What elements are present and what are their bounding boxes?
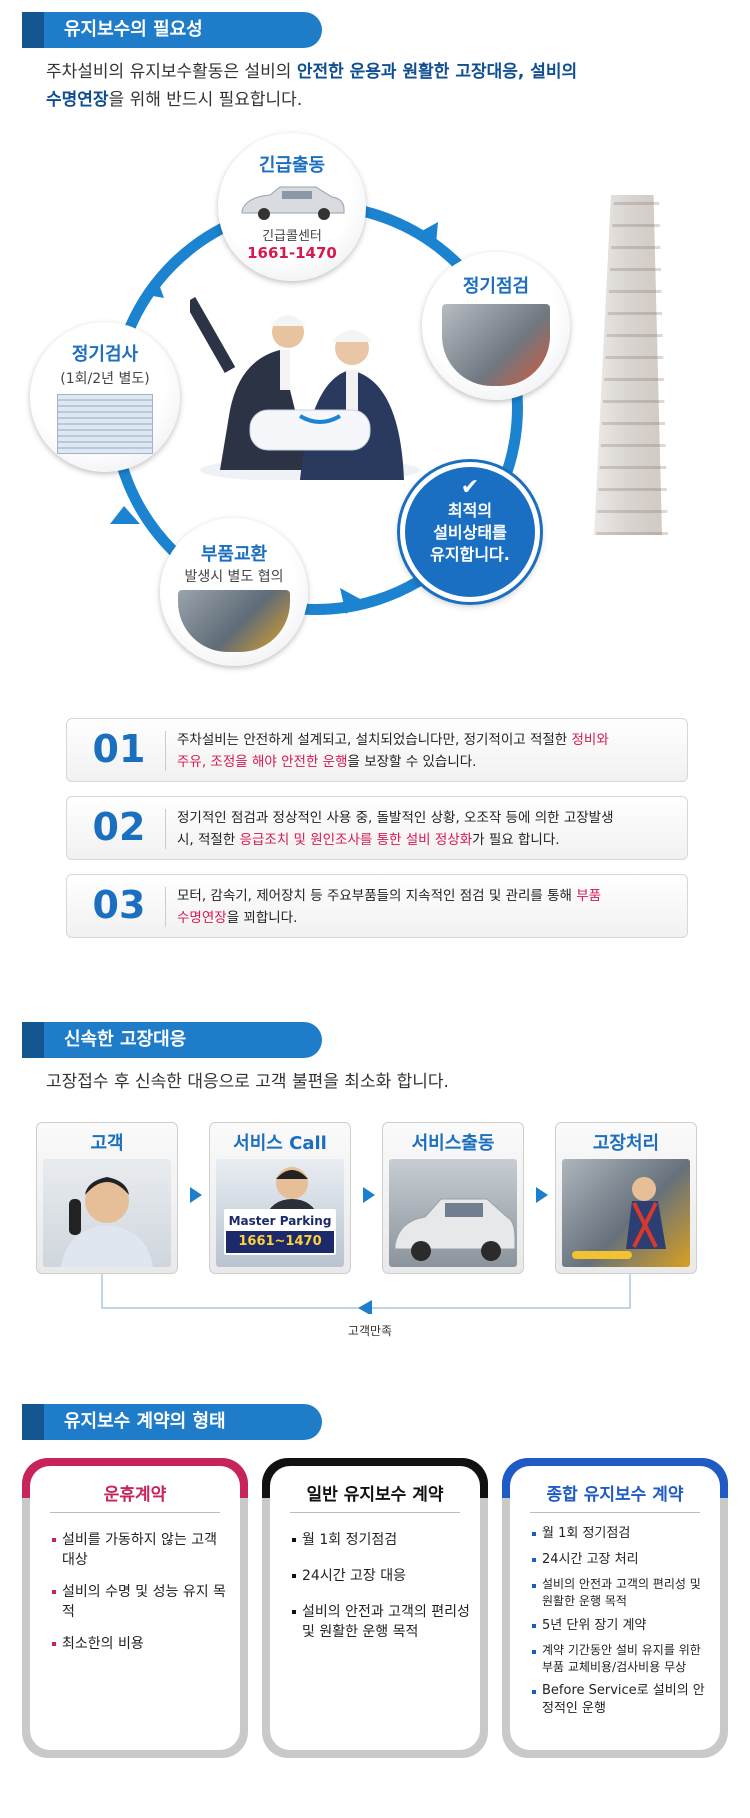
parts-title: 부품교환: [200, 544, 268, 565]
step-dispatch: 서비스출동: [382, 1122, 524, 1274]
parts-photo: [178, 590, 290, 652]
badge-line-3: 유지합니다.: [430, 545, 510, 564]
card-divider: [530, 1512, 700, 1513]
step-repair: 고장처리: [555, 1122, 697, 1274]
step-title: 고장처리: [592, 1133, 660, 1154]
dispatch-photo: [389, 1159, 517, 1267]
point-number: 01: [92, 727, 146, 771]
point-divider: [165, 809, 166, 849]
contract-card-general: 일반 유지보수 계약 월 1회 정기점검 24시간 고장 대응 설비의 안전과 …: [262, 1458, 488, 1758]
point-number: 03: [92, 883, 146, 927]
card-title: 종합 유지보수 계약: [546, 1485, 684, 1505]
service-call-photo: Master Parking 1661~1470: [216, 1159, 344, 1267]
step-title: 서비스출동: [411, 1133, 495, 1154]
service-car-icon: [394, 1198, 516, 1261]
emergency-sub: 긴급콜센터: [262, 229, 322, 244]
step-service-call: 서비스 Call Master Parking 1661~1470: [209, 1122, 351, 1274]
card-item: 월 1회 정기점검: [532, 1524, 710, 1544]
badge-line-1: 최적의: [447, 501, 493, 520]
card-items: 월 1회 정기점검 24시간 고장 대응 설비의 안전과 고객의 편리성 및 원…: [292, 1530, 470, 1642]
card-item: 설비를 가동하지 않는 고객 대상: [52, 1530, 230, 1570]
optimal-state-badge: ✔ 최적의 설비상태를 유지합니다.: [400, 462, 540, 602]
check-icon: ✔: [460, 475, 480, 500]
engineers-icon: [184, 297, 420, 482]
card-item: 계약 기간동안 설비 유지를 위한 부품 교체비용/검사비용 무상: [532, 1642, 710, 1676]
arrow-head-icon: [340, 588, 362, 614]
card-item: 24시간 고장 처리: [532, 1550, 710, 1570]
point-row-02: 02 정기적인 점검과 정상적인 사용 중, 돌발적인 상황, 오조작 등에 의…: [66, 796, 688, 860]
badge-line-2: 설비상태를: [433, 523, 507, 542]
flow-arrow-icon: [363, 1187, 375, 1203]
point-row-03: 03 모터, 감속기, 제어장치 등 주요부품들의 지속적인 점검 및 관리를 …: [66, 874, 688, 938]
customer-on-phone-icon: [61, 1177, 153, 1267]
arrow-head-icon: [142, 276, 164, 298]
intro-text-2: 을 위해 반드시 필요합니다.: [108, 90, 303, 110]
parts-sub: 발생시 별도 협의: [184, 569, 284, 585]
point-number: 02: [92, 805, 146, 849]
card-item: 24시간 고장 대응: [292, 1566, 470, 1586]
card-title: 일반 유지보수 계약: [306, 1485, 444, 1505]
step-title: 서비스 Call: [233, 1133, 327, 1154]
card-item: 설비의 안전과 고객의 편리성 및 원활한 운행 목적: [292, 1602, 470, 1642]
point-row-01: 01 주차설비는 안전하게 설계되고, 설치되었습니다만, 정기적이고 적절한 …: [66, 718, 688, 782]
card-items: 월 1회 정기점검 24시간 고장 처리 설비의 안전과 고객의 편리성 및 원…: [532, 1524, 710, 1718]
card-item: Before Service로 설비의 안정적인 운행: [532, 1682, 710, 1718]
loop-arrow-icon: [358, 1300, 372, 1314]
flow-arrow-icon: [536, 1187, 548, 1203]
parking-tower-texture: [596, 195, 668, 535]
card-item: 설비의 수명 및 성능 유지 목적: [52, 1582, 230, 1622]
inspection-sub: (1회/2년 별도): [60, 371, 150, 387]
bubble-regular-check: 정기점검: [422, 252, 570, 400]
service-car-icon: [241, 186, 345, 220]
step-customer: 고객: [36, 1122, 178, 1274]
flow-arrow-icon: [190, 1187, 202, 1203]
engineers-illustration: [184, 290, 430, 482]
card-item: 월 1회 정기점검: [292, 1530, 470, 1550]
section-title-contracts: 유지보수 계약의 형태: [22, 1404, 322, 1440]
point-text: 모터, 감속기, 제어장치 등 주요부품들의 지속적인 점검 및 관리를 통해 …: [177, 888, 602, 926]
emergency-title: 긴급출동: [258, 155, 326, 176]
point-text: 주차설비는 안전하게 설계되고, 설치되었습니다만, 정기적이고 적절한 정비와…: [177, 732, 609, 770]
card-item: 설비의 안전과 고객의 편리성 및 원활한 운행 목적: [532, 1576, 710, 1610]
sign-brand: Master Parking: [226, 1211, 334, 1231]
card-items: 설비를 가동하지 않는 고객 대상 설비의 수명 및 성능 유지 목적 최소한의…: [52, 1530, 230, 1654]
bubble-parts: 부품교환 발생시 별도 협의: [160, 518, 308, 666]
bubble-emergency: 긴급출동 긴급콜센터 1661-1470: [218, 133, 366, 281]
arrow-head-icon: [420, 222, 438, 244]
card-title: 운휴계약: [103, 1485, 167, 1505]
technician-icon: [572, 1177, 666, 1259]
sign-phone: 1661~1470: [238, 1234, 322, 1249]
necessity-intro: 주차설비의 유지보수활동은 설비의 안전한 운용과 원활한 고장대응, 설비의 …: [46, 58, 686, 114]
card-divider: [290, 1512, 460, 1513]
contract-card-comprehensive: 종합 유지보수 계약 월 1회 정기점검 24시간 고장 처리 설비의 안전과 …: [502, 1458, 728, 1758]
arrow-head-icon: [110, 506, 140, 524]
emergency-phone: 1661-1470: [247, 244, 337, 262]
master-parking-sign: Master Parking 1661~1470: [224, 1209, 336, 1255]
card-divider: [50, 1512, 220, 1513]
section-title-response: 신속한 고장대응: [22, 1022, 322, 1058]
satisfaction-label: 고객만족: [347, 1324, 393, 1338]
intro-text: 주차설비의 유지보수활동은 설비의: [46, 62, 297, 82]
response-intro: 고장접수 후 신속한 대응으로 고객 불편을 최소화 합니다.: [46, 1072, 449, 1092]
point-divider: [165, 887, 166, 927]
regular-check-title: 정기점검: [462, 276, 530, 297]
inspection-title: 정기검사: [71, 344, 139, 365]
card-item: 5년 단위 장기 계약: [532, 1616, 710, 1636]
intro-highlight-2: 수명연장: [46, 90, 109, 110]
satisfaction-loop: [101, 1274, 631, 1314]
bubble-inspection: 정기검사 (1회/2년 별도): [30, 322, 180, 472]
cycle-arrows: [110, 222, 438, 614]
step-title: 고객: [90, 1133, 124, 1154]
regular-check-photo: [442, 304, 550, 386]
customer-photo: [43, 1159, 171, 1267]
point-divider: [165, 731, 166, 771]
inspection-certificate-image: [57, 394, 153, 454]
section-title-necessity: 유지보수의 필요성: [22, 12, 322, 48]
point-text: 정기적인 점검과 정상적인 사용 중, 돌발적인 상황, 오조작 등에 의한 고…: [177, 810, 614, 848]
contract-card-idle: 운휴계약 설비를 가동하지 않는 고객 대상 설비의 수명 및 성능 유지 목적…: [22, 1458, 248, 1758]
intro-highlight: 안전한 운용과 원활한 고장대응, 설비의: [296, 62, 578, 82]
repair-photo: [562, 1159, 690, 1267]
card-item: 최소한의 비용: [52, 1634, 230, 1654]
